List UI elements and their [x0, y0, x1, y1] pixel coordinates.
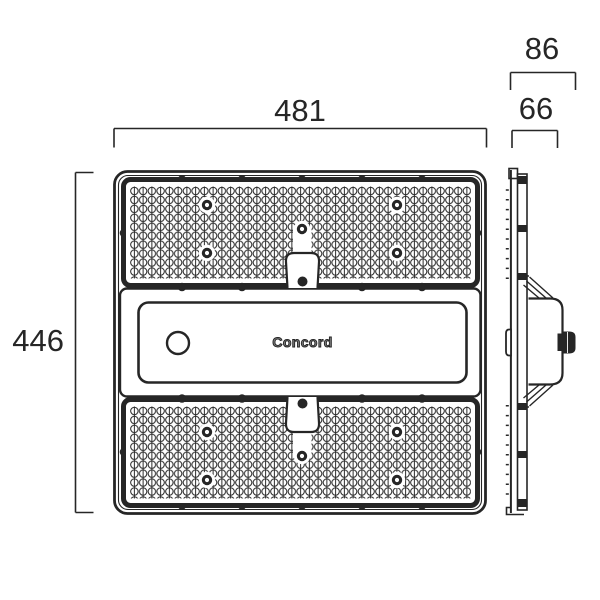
lens-screws: [201, 199, 403, 259]
gusset-top: [517, 275, 554, 299]
front-view: [113, 170, 487, 515]
side-tab: [505, 328, 512, 357]
face-bottom-foot: [505, 506, 524, 516]
mounting-rail: [516, 173, 528, 511]
gusset-bottom: [517, 384, 554, 408]
dim-depth-body-bracket: [511, 129, 559, 148]
dimension-lines: [74, 71, 577, 514]
dim-depth-body-value: 66: [518, 91, 554, 126]
dim-height-bracket: [74, 171, 94, 514]
lens-screws: [201, 426, 403, 486]
side-view: [505, 167, 576, 516]
dim-width-value: 481: [274, 93, 326, 128]
lens-edge-ticks: [505, 189, 509, 495]
notch-screw-bump: [297, 398, 308, 409]
brand-label: Concord: [272, 334, 333, 351]
dim-depth-overall-bracket: [509, 71, 577, 90]
lens-panel-bottom: [119, 394, 482, 510]
edge-screw-bumps: [177, 282, 427, 292]
notch-screw-bump: [297, 276, 308, 287]
label-plate-outline: [137, 301, 468, 384]
driver-box: [528, 297, 564, 386]
screw-halos: [198, 423, 406, 489]
label-plate: [137, 301, 468, 384]
cable-notch-bottom: [284, 396, 321, 434]
cable-notch-top: [284, 251, 321, 289]
dim-width-bracket: [113, 127, 488, 148]
cable-gland: [557, 331, 576, 354]
sensor-circle: [165, 330, 191, 356]
edge-screw-bumps: [177, 394, 427, 403]
dim-depth-overall-value: 86: [524, 31, 560, 66]
lens-panel-top: [119, 175, 482, 292]
dim-height-value: 446: [12, 323, 64, 358]
